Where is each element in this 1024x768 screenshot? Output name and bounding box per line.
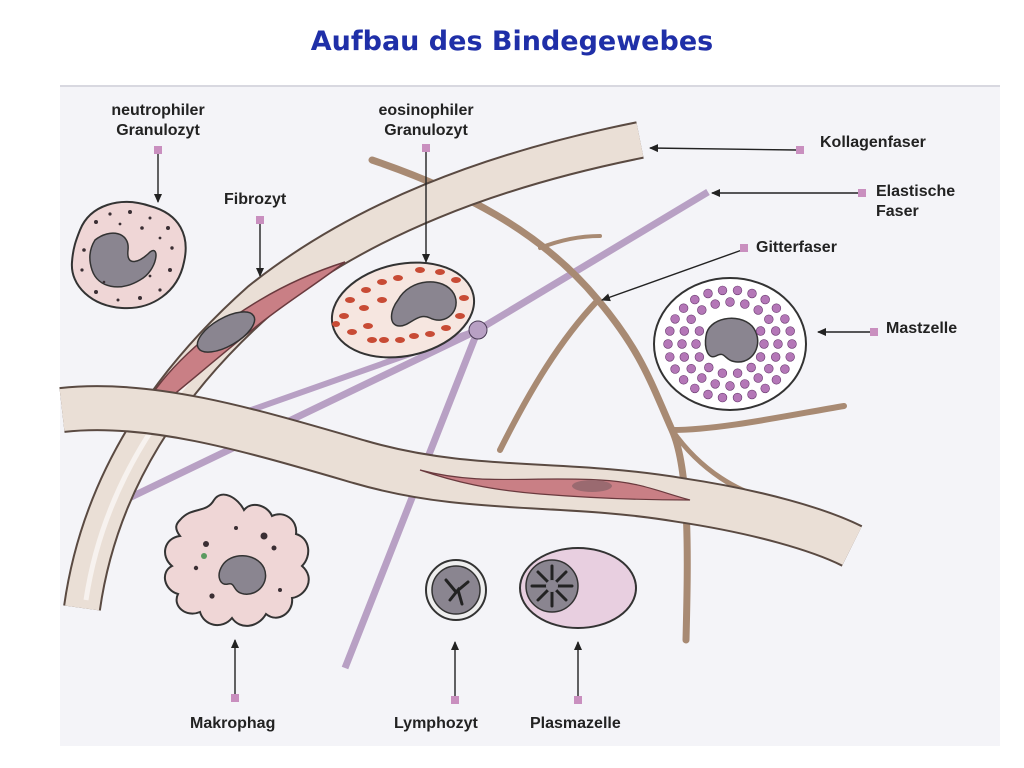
mast-granule	[686, 314, 696, 324]
mast-granule	[780, 314, 790, 324]
mast-granule	[785, 326, 795, 336]
mast-granule	[704, 362, 714, 373]
label-eosinophil-line2: Granulozyt	[384, 122, 468, 139]
mast-granule	[694, 326, 705, 336]
macrophage-cell	[163, 493, 310, 627]
mast-granule	[663, 339, 673, 349]
mast-granule	[760, 294, 770, 305]
mast-granule	[759, 339, 769, 349]
label-elastische-line2: Faser	[876, 203, 919, 220]
mast-granule	[703, 389, 713, 400]
mast-granule	[686, 364, 696, 374]
label-eosinophil-line1: eosinophiler	[378, 102, 474, 119]
label-mastzelle: Mastzelle	[886, 320, 958, 337]
label-elastische-line1: Elastische	[876, 183, 956, 200]
mast-granule	[690, 383, 700, 394]
mast-granule	[717, 285, 728, 296]
mast-granule	[670, 314, 680, 324]
mast-granule	[764, 364, 774, 374]
mast-granule	[691, 339, 701, 349]
reticular-fibers	[98, 188, 710, 670]
mast-granule	[717, 392, 728, 403]
mast-granule	[679, 326, 689, 336]
mast-granule	[771, 375, 782, 385]
mast-granule	[740, 299, 750, 309]
mast-granule	[773, 339, 783, 349]
mast-granule	[770, 352, 781, 362]
mast-granule	[694, 352, 705, 362]
mast-granule	[760, 383, 770, 394]
mast-granule	[710, 379, 720, 389]
mast-granule	[665, 352, 675, 362]
label-kollagenfaser: Kollagenfaser	[820, 134, 926, 151]
mast-granule	[732, 392, 743, 403]
mast-granule	[755, 352, 766, 362]
label-fibrozyt: Fibrozyt	[224, 191, 287, 208]
label-neutrophil-line1: neutrophiler	[111, 102, 205, 119]
mast-granule	[764, 314, 774, 324]
mast-granule	[677, 339, 687, 349]
mast-cell	[653, 277, 807, 411]
mast-granule	[697, 305, 707, 315]
label-elastische-faser: Elastische Faser	[876, 182, 955, 222]
mast-granule	[780, 364, 790, 374]
mast-granule	[703, 288, 713, 299]
fibrocyte	[129, 261, 346, 431]
mast-granule	[710, 299, 720, 309]
mast-granule	[747, 288, 757, 299]
label-plasmazelle: Plasmazelle	[530, 715, 621, 732]
label-makrophag: Makrophag	[190, 715, 276, 732]
neutrophil-cell	[70, 201, 187, 310]
mast-granule	[770, 326, 781, 336]
mast-granule	[679, 352, 689, 362]
eosinophil-cell	[330, 261, 476, 359]
mast-granule	[753, 373, 763, 383]
diagram-title: Aufbau des Bindegewebes	[310, 26, 714, 57]
collagen-fiber-lower	[59, 385, 863, 567]
mast-granule	[753, 305, 763, 315]
mast-granule	[717, 368, 728, 378]
mast-granule	[746, 362, 756, 373]
mast-granule	[678, 375, 689, 385]
label-gitterfaser: Gitterfaser	[756, 239, 837, 256]
mast-granule	[732, 285, 743, 296]
mast-granule	[725, 297, 735, 307]
plasma-cell	[519, 547, 637, 629]
lymphocyte-cell	[425, 559, 487, 621]
mast-granule	[747, 389, 757, 400]
mast-granule	[740, 379, 750, 389]
mast-granule	[678, 303, 689, 313]
mast-granule	[670, 364, 680, 374]
mast-granule	[665, 326, 675, 336]
mast-granule	[787, 339, 797, 349]
label-neutrophil: neutrophiler Granulozyt	[98, 101, 218, 141]
leader-markers	[154, 144, 878, 704]
label-lymphozyt: Lymphozyt	[394, 715, 478, 732]
mast-granule	[690, 294, 700, 305]
mast-granule	[725, 381, 735, 391]
label-eosinophil: eosinophiler Granulozyt	[366, 101, 486, 141]
mast-granule	[755, 326, 766, 336]
label-neutrophil-line2: Granulozyt	[116, 122, 200, 139]
mast-granule	[785, 352, 795, 362]
leader-lines	[154, 144, 870, 696]
mast-granule	[771, 303, 782, 313]
mast-granule	[732, 368, 743, 378]
mast-granule	[697, 373, 707, 383]
